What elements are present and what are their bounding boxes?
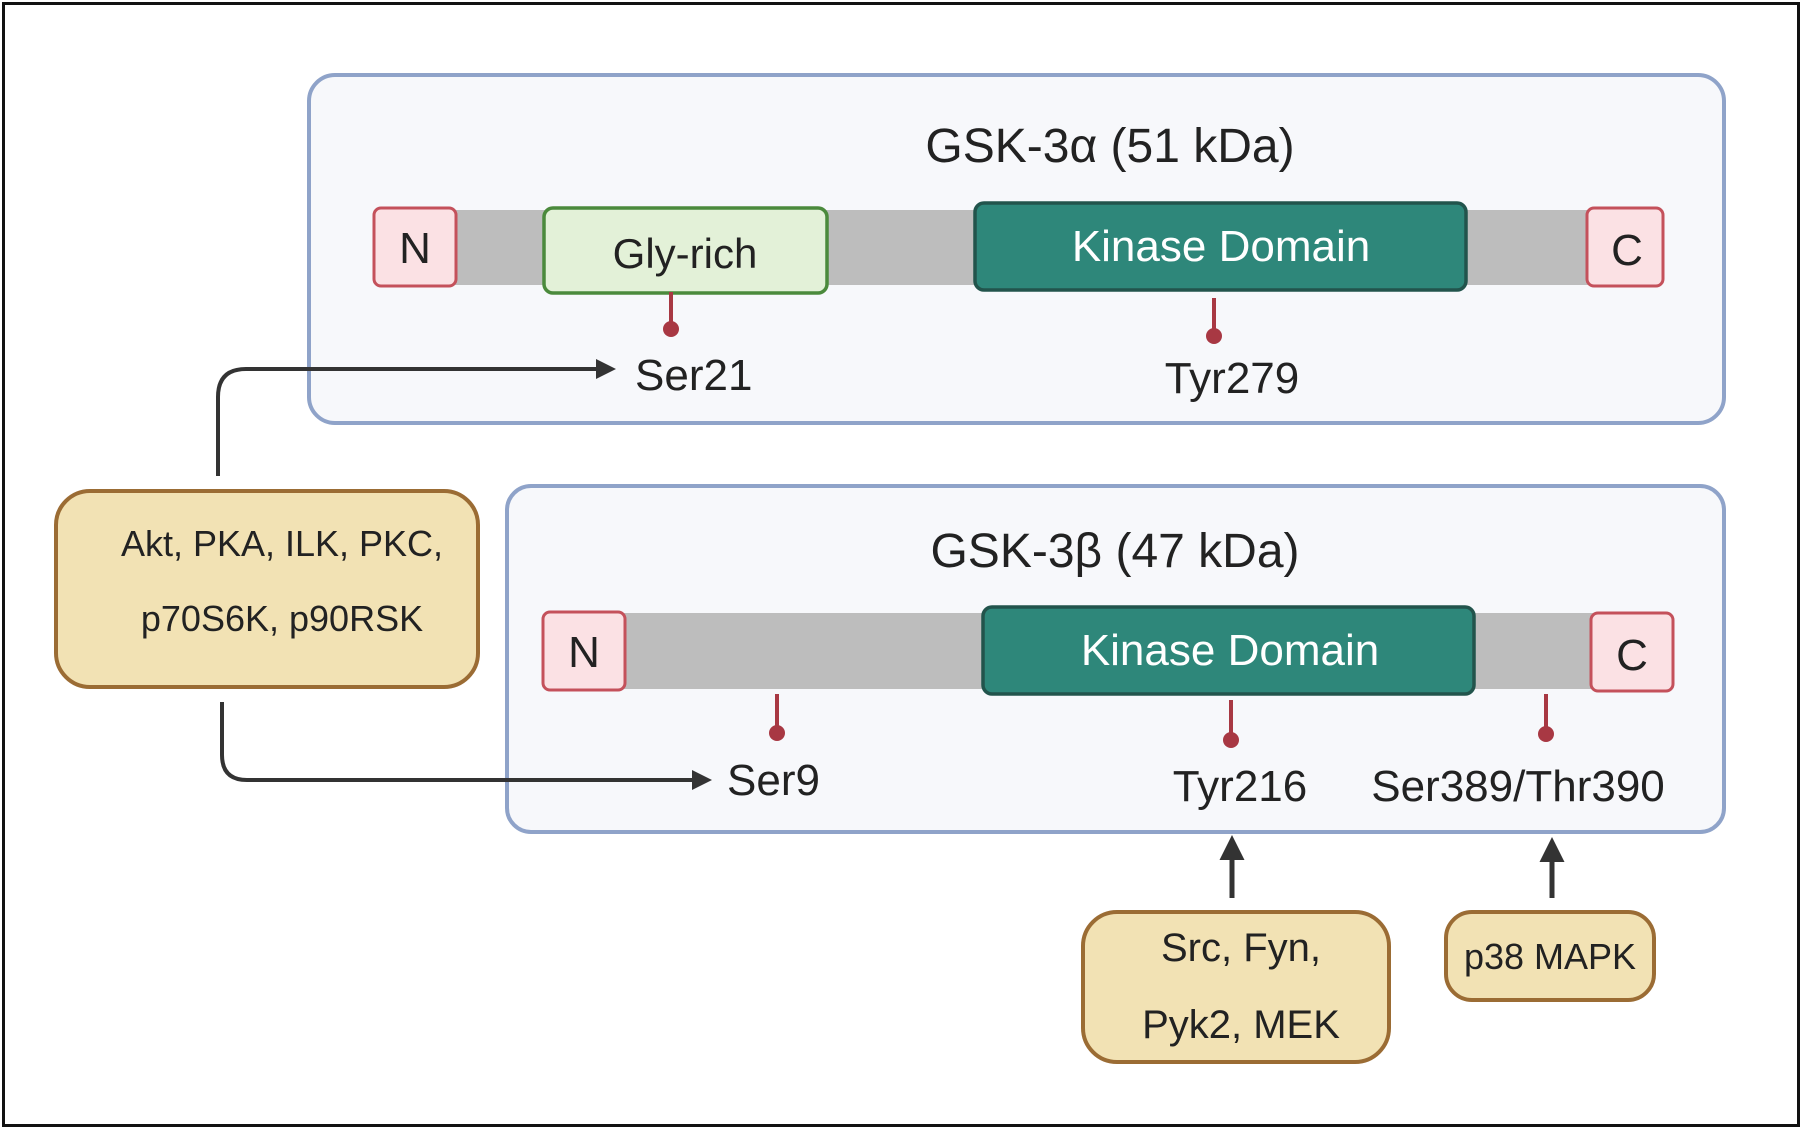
akt-kinase-line2: p70S6K, p90RSK	[141, 598, 423, 639]
src-kinase-group: Src, Fyn, Pyk2, MEK	[1081, 910, 1391, 1064]
p38-kinase-group: p38 MAPK	[1444, 910, 1656, 1002]
ser9-phospho-site	[769, 725, 785, 741]
gsk3-beta-title: GSK-3β (47 kDa)	[930, 525, 1299, 578]
gsk3-beta-kinase-domain	[981, 605, 1476, 696]
gsk3-alpha-c-label: C	[1611, 226, 1643, 275]
src-kinase-line1: Src, Fyn,	[1161, 926, 1321, 970]
tyr216-label: Tyr216	[1173, 762, 1308, 811]
src-kinase-box	[1081, 910, 1391, 1064]
ser389-thr390-phospho-site	[1538, 726, 1554, 742]
tyr279-phospho-site	[1206, 328, 1222, 344]
gsk3-beta-kinase-label: Kinase Domain	[1081, 626, 1379, 675]
ser9-label: Ser9	[727, 756, 820, 805]
tyr279-label: Tyr279	[1165, 354, 1300, 403]
gsk3-beta-n-terminus	[541, 610, 627, 692]
p38-kinase-label: p38 MAPK	[1464, 936, 1636, 977]
gsk3-alpha-title: GSK-3α (51 kDa)	[925, 120, 1294, 173]
ser389-thr390-label: Ser389/Thr390	[1371, 762, 1665, 811]
src-kinase-line2: Pyk2, MEK	[1142, 1003, 1340, 1047]
gsk3-alpha-n-label: N	[399, 224, 431, 273]
gsk3-alpha-gly-rich	[542, 206, 829, 295]
akt-to-ser21-arrow	[216, 359, 616, 476]
akt-kinase-group: Akt, PKA, ILK, PKC, p70S6K, p90RSK	[54, 489, 480, 689]
akt-kinase-box	[54, 489, 480, 689]
ser21-phospho-site	[663, 321, 679, 337]
gsk3-beta-panel: GSK-3β (47 kDa) N Kinase Domain C Ser9 T…	[505, 484, 1726, 834]
gsk3-alpha-panel: GSK-3α (51 kDa) N Gly-rich Kinase Domain…	[307, 73, 1726, 425]
gsk3-alpha-c-terminus	[1585, 206, 1665, 288]
gsk3-alpha-gly-rich-label: Gly-rich	[613, 230, 758, 277]
gsk3-beta-c-label: C	[1616, 631, 1648, 680]
gsk3-alpha-n-terminus	[372, 206, 458, 288]
gsk3-beta-c-terminus	[1589, 611, 1675, 693]
p38-kinase-box	[1444, 910, 1656, 1002]
gsk3-alpha-kinase-domain	[973, 201, 1468, 292]
gsk3-beta-n-label: N	[568, 628, 600, 677]
tyr216-phospho-site	[1223, 732, 1239, 748]
ser21-label: Ser21	[635, 351, 752, 400]
gsk3-alpha-kinase-label: Kinase Domain	[1072, 222, 1370, 271]
akt-kinase-line1: Akt, PKA, ILK, PKC,	[121, 523, 443, 564]
akt-to-ser9-arrow	[220, 702, 712, 790]
